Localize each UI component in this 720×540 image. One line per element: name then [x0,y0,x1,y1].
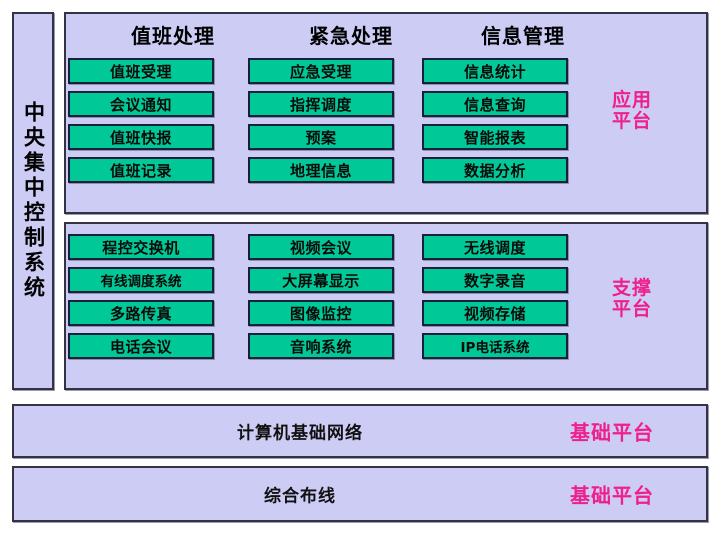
cell-video-storage[interactable]: 视频存储 [422,300,568,326]
sidebar-vertical-label: 中央集中控制系统 [21,101,46,301]
column-header-emergency-handling: 紧急处理 [309,24,393,48]
cell-geographic-info[interactable]: 地理信息 [248,157,394,183]
application-platform-tag: 应用 平台 [572,89,692,133]
application-platform-panel: 值班处理 紧急处理 信息管理 值班受理 会议通知 值班快报 值班记录 应急受理 … [64,12,708,214]
structured-cabling-platform-tag: 基础平台 [570,483,654,508]
cell-large-screen-display[interactable]: 大屏幕显示 [248,267,394,293]
structured-cabling-label: 综合布线 [264,486,336,507]
cell-digital-recording[interactable]: 数字录音 [422,267,568,293]
support-column-one: 程控交换机 有线调度系统 多路传真 电话会议 [68,234,214,366]
cell-smart-report[interactable]: 智能报表 [422,124,568,150]
application-platform-tag-line2: 平台 [611,110,652,133]
computer-network-label: 计算机基础网络 [237,423,363,444]
column-header-information-management: 信息管理 [481,24,565,48]
cell-duty-record[interactable]: 值班记录 [68,157,214,183]
support-platform-tag-line1: 支撑 [611,277,652,299]
computer-network-bar: 计算机基础网络 基础平台 [12,404,708,458]
support-platform-tag-line2: 平台 [611,298,652,321]
cell-contingency-plan[interactable]: 预案 [248,124,394,150]
support-column-two: 视频会议 大屏幕显示 图像监控 音响系统 [248,234,394,366]
central-control-system-sidebar: 中央集中控制系统 [12,12,54,390]
cell-information-statistics[interactable]: 信息统计 [422,58,568,84]
cell-wired-dispatch-system[interactable]: 有线调度系统 [68,267,214,293]
support-column-three: 无线调度 数字录音 视频存储 IP电话系统 [422,234,568,366]
application-platform-tag-line1: 应用 [611,89,652,111]
support-platform-panel: 程控交换机 有线调度系统 多路传真 电话会议 视频会议 大屏幕显示 图像监控 音… [64,222,708,390]
application-column-emergency-handling: 应急受理 指挥调度 预案 地理信息 [248,58,394,190]
cell-ip-telephony-system[interactable]: IP电话系统 [422,333,568,359]
cell-duty-acceptance[interactable]: 值班受理 [68,58,214,84]
structured-cabling-bar: 综合布线 基础平台 [12,466,708,522]
cell-image-monitoring[interactable]: 图像监控 [248,300,394,326]
computer-network-platform-tag: 基础平台 [570,420,654,445]
cell-pbx-switch[interactable]: 程控交换机 [68,234,214,260]
cell-emergency-acceptance[interactable]: 应急受理 [248,58,394,84]
cell-audio-system[interactable]: 音响系统 [248,333,394,359]
cell-video-conference[interactable]: 视频会议 [248,234,394,260]
column-header-duty-handling: 值班处理 [131,24,215,48]
cell-information-query[interactable]: 信息查询 [422,91,568,117]
cell-command-dispatch[interactable]: 指挥调度 [248,91,394,117]
application-column-headers: 值班处理 紧急处理 信息管理 [66,20,706,50]
application-column-duty-handling: 值班受理 会议通知 值班快报 值班记录 [68,58,214,190]
cell-meeting-notice[interactable]: 会议通知 [68,91,214,117]
cell-duty-bulletin[interactable]: 值班快报 [68,124,214,150]
cell-multichannel-fax[interactable]: 多路传真 [68,300,214,326]
cell-data-analysis[interactable]: 数据分析 [422,157,568,183]
cell-telephone-conference[interactable]: 电话会议 [68,333,214,359]
application-column-information-management: 信息统计 信息查询 智能报表 数据分析 [422,58,568,190]
support-platform-tag: 支撑 平台 [572,277,692,321]
cell-wireless-dispatch[interactable]: 无线调度 [422,234,568,260]
